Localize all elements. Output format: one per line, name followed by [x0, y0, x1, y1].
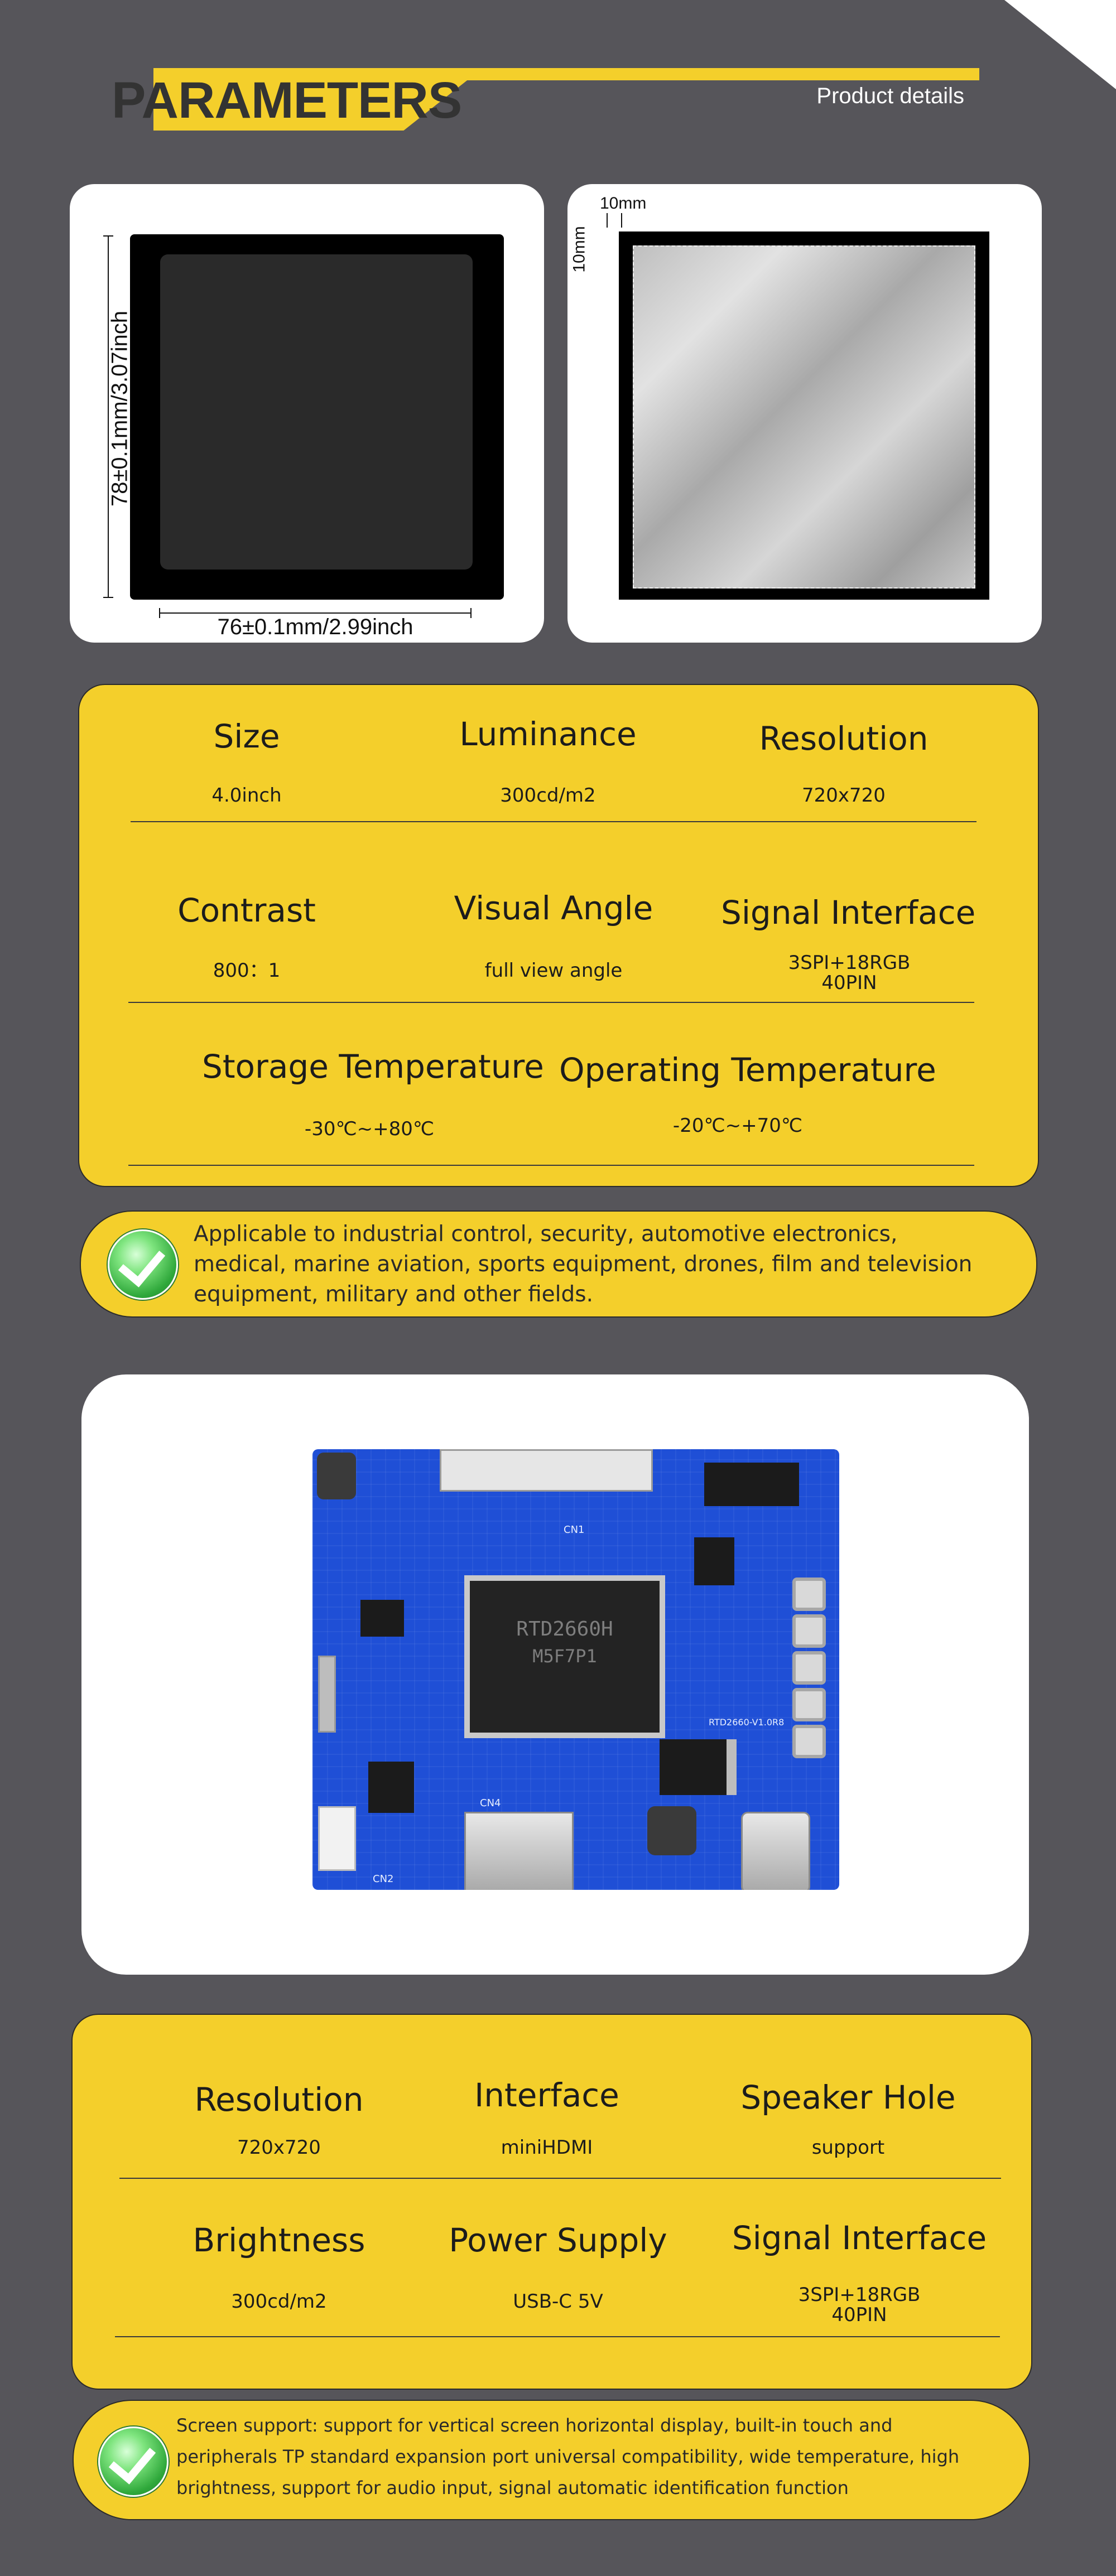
- inductor-top-left: [317, 1453, 356, 1499]
- signal-interface-label: Signal Interface: [721, 894, 976, 932]
- power-supply-value: USB-C 5V: [513, 2290, 603, 2313]
- display-active-area: [160, 254, 473, 570]
- driver-board: RTD2660H M5F7P1 RTD2660-V1.0R8 CN1 CN4 C…: [312, 1449, 839, 1890]
- screen-support-text: Screen support: support for vertical scr…: [176, 2415, 960, 2498]
- storage-temperature-value: -30℃~+80℃: [304, 1118, 435, 1140]
- board-button: [792, 1725, 826, 1758]
- luminance-value: 300cd/m2: [500, 784, 596, 807]
- divider: [131, 821, 977, 822]
- board-button: [792, 1688, 826, 1721]
- mini-hdmi-port: [464, 1812, 574, 1890]
- cn2-label: CN2: [373, 1873, 394, 1885]
- cn1-label: CN1: [564, 1524, 585, 1536]
- divider: [128, 1002, 974, 1003]
- ic-right: [694, 1537, 734, 1585]
- speaker-connector: [318, 1806, 356, 1871]
- edge-side-label: 10mm: [570, 226, 589, 273]
- board-button: [792, 1651, 826, 1685]
- divider: [115, 2336, 1000, 2337]
- speaker-hole-value: support: [811, 2136, 885, 2159]
- applications-note: Applicable to industrial control, securi…: [80, 1210, 1037, 1318]
- chip-subtext: M5F7P1: [532, 1646, 597, 1667]
- operating-temperature-value: -20℃~+70℃: [672, 1115, 803, 1137]
- ic-bottom-left: [368, 1762, 414, 1813]
- chip-text: RTD2660H: [516, 1618, 613, 1641]
- corner-decoration: [1004, 0, 1116, 89]
- fpc-connector: [440, 1449, 653, 1492]
- width-dimension-label: 76±0.1mm/2.99inch: [217, 615, 413, 639]
- interface-value: miniHDMI: [501, 2136, 593, 2159]
- display-back-frame: [619, 231, 989, 600]
- edge-top-label: 10mm: [600, 194, 647, 213]
- resolution-value: 720x720: [237, 2136, 321, 2159]
- size-value: 4.0inch: [211, 784, 282, 807]
- inductor-bottom: [647, 1806, 696, 1855]
- brightness-value: 300cd/m2: [231, 2290, 327, 2313]
- power-supply-label: Power Supply: [449, 2221, 667, 2259]
- interface-label: Interface: [474, 2076, 619, 2114]
- signal-interface-label: Signal Interface: [732, 2219, 987, 2257]
- usb-c-port: [741, 1812, 810, 1890]
- display-bezel: [130, 234, 504, 600]
- luminance-label: Luminance: [459, 715, 637, 753]
- checkmark-icon: [98, 2427, 169, 2497]
- resolution-label: Resolution: [194, 2081, 364, 2119]
- back-dimension-card: 10mm 10mm: [567, 184, 1042, 643]
- signal-interface-value: 3SPI+18RGB 40PIN: [798, 2284, 921, 2326]
- contrast-value: 800：1: [213, 959, 281, 982]
- board-card: RTD2660H M5F7P1 RTD2660-V1.0R8 CN1 CN4 C…: [81, 1374, 1029, 1975]
- visual-angle-value: full view angle: [484, 959, 623, 982]
- spec-panel-board: Resolution 720x720 Interface miniHDMI Sp…: [71, 2014, 1032, 2390]
- screen-support-note: Screen support: support for vertical scr…: [73, 2400, 1030, 2520]
- visual-angle-label: Visual Angle: [454, 889, 653, 927]
- board-button: [792, 1614, 826, 1648]
- resolution-label: Resolution: [759, 720, 929, 758]
- width-dimension-line: [159, 612, 472, 614]
- storage-temperature-label: Storage Temperature: [202, 1048, 544, 1086]
- divider: [119, 2178, 1001, 2179]
- front-dimension-card: 78±0.1mm/3.07inch 76±0.1mm/2.99inch: [70, 184, 544, 643]
- ic-left: [360, 1600, 404, 1637]
- page-subtitle: Product details: [816, 84, 964, 108]
- ic-top-right: [704, 1463, 799, 1506]
- resolution-value: 720x720: [802, 784, 886, 807]
- height-dimension-line: [108, 235, 109, 598]
- regulator: [660, 1739, 737, 1795]
- contrast-label: Contrast: [177, 891, 316, 929]
- applications-text: Applicable to industrial control, securi…: [194, 1222, 973, 1307]
- operating-temperature-label: Operating Temperature: [559, 1051, 936, 1089]
- size-label: Size: [213, 717, 280, 755]
- spec-panel-display: Size 4.0inch Luminance 300cd/m2 Resoluti…: [78, 684, 1039, 1187]
- signal-interface-value: 3SPI+18RGB 40PIN: [788, 952, 911, 994]
- speaker-hole-label: Speaker Hole: [740, 2078, 956, 2116]
- metal-back-plate: [633, 245, 975, 588]
- pin-header: [318, 1656, 336, 1733]
- cn4-label: CN4: [480, 1797, 501, 1809]
- divider: [128, 1165, 974, 1166]
- board-button: [792, 1578, 826, 1611]
- height-dimension-label: 78±0.1mm/3.07inch: [107, 310, 132, 507]
- page-title: PARAMETERS: [112, 72, 462, 129]
- main-chip: RTD2660H M5F7P1: [464, 1575, 665, 1738]
- checkmark-icon: [108, 1229, 178, 1300]
- pcb-label: RTD2660-V1.0R8: [709, 1717, 785, 1728]
- brightness-label: Brightness: [193, 2221, 365, 2259]
